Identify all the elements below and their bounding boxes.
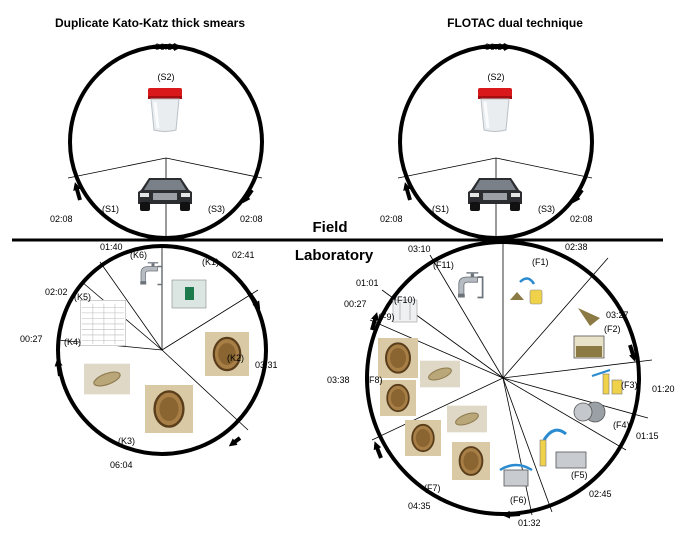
right-f11: (F11): [433, 260, 454, 270]
right-f7: (F7): [424, 483, 441, 493]
slide-icon: [171, 279, 207, 309]
left-k3: (K3): [118, 436, 135, 446]
centrifuge-tube-icon: [591, 369, 623, 395]
right-f6: (F6): [510, 495, 527, 505]
right-f9: (F9): [378, 312, 395, 322]
egg-micrograph-icon-f8c: [420, 360, 460, 388]
right-t-0132: 01:32: [518, 518, 541, 528]
right-time-top: 06:39: [485, 42, 508, 52]
right-t-0027: 00:27: [344, 299, 367, 309]
left-time-top: 06:39: [155, 42, 178, 52]
right-s1: (S1): [432, 204, 449, 214]
right-s2: (S2): [487, 72, 504, 82]
left-t-0241: 02:41: [232, 250, 255, 260]
reagent-bottle-icon: [510, 277, 543, 305]
left-t-0027: 00:27: [20, 334, 43, 344]
egg-micrograph-icon-f7c: [447, 405, 487, 433]
specimen-cup-icon-right: [476, 88, 514, 132]
left-lab-circle: [54, 244, 268, 456]
left-k5: (K5): [74, 292, 91, 302]
right-f1: (F1): [532, 257, 549, 267]
left-t-0140: 01:40: [100, 242, 123, 252]
left-k6: (K6): [130, 250, 147, 260]
right-t-0101: 01:01: [356, 278, 379, 288]
left-k4: (K4): [64, 337, 81, 347]
egg-micrograph-icon-k3b: [84, 363, 130, 395]
right-f4: (F4): [613, 420, 630, 430]
datasheet-icon: [80, 300, 126, 346]
egg-micrograph-icon-f7b: [452, 442, 490, 480]
right-t-0435: 04:35: [408, 501, 431, 511]
pickup-truck-icon-right: [468, 178, 522, 211]
left-s2: (S2): [157, 72, 174, 82]
rotation-device-icon: [499, 463, 533, 487]
left-s3: (S3): [208, 204, 225, 214]
field-label: Field: [312, 219, 347, 236]
right-t-0310: 03:10: [408, 244, 431, 254]
egg-micrograph-icon-f7a: [405, 420, 441, 456]
left-t-0604: 06:04: [110, 460, 133, 470]
right-f3: (F3): [621, 380, 638, 390]
right-f10: (F10): [394, 295, 416, 305]
right-title: FLOTAC dual technique: [447, 16, 583, 30]
right-t-0115: 01:15: [636, 431, 659, 441]
left-time-s3: 02:08: [240, 214, 263, 224]
left-k1: (K1): [202, 257, 219, 267]
right-time-s1: 02:08: [380, 214, 403, 224]
right-t-0338: 03:38: [327, 375, 350, 385]
laboratory-label: Laboratory: [295, 247, 374, 264]
centrifuge-icon: [539, 428, 587, 469]
sieve-icon: [573, 308, 605, 359]
right-t-0327: 03:27: [606, 310, 629, 320]
egg-micrograph-icon-k3: [145, 385, 193, 433]
right-t-0238: 02:38: [565, 242, 588, 252]
right-time-s3: 02:08: [570, 214, 593, 224]
left-time-s1: 02:08: [50, 214, 73, 224]
pickup-truck-icon: [138, 178, 192, 211]
egg-micrograph-icon-f8b: [380, 380, 416, 416]
right-f8: (F8): [366, 375, 383, 385]
left-field-circle: [67, 43, 264, 240]
egg-micrograph-icon-f8a: [378, 338, 418, 378]
tube-rack-icon: [392, 299, 418, 323]
right-field-circle: [397, 43, 594, 240]
tap-icon: [139, 262, 163, 286]
flotac-device-icon: [573, 401, 606, 423]
right-t-0245: 02:45: [589, 489, 612, 499]
left-s1: (S1): [102, 204, 119, 214]
left-title: Duplicate Kato-Katz thick smears: [55, 16, 245, 30]
right-lab-circle: [365, 240, 653, 519]
specimen-cup-icon: [146, 88, 184, 132]
right-s3: (S3): [538, 204, 555, 214]
left-t-0202: 02:02: [45, 287, 68, 297]
right-f5: (F5): [571, 470, 588, 480]
right-f2: (F2): [604, 324, 621, 334]
left-k2: (K2): [227, 353, 244, 363]
right-t-0120: 01:20: [652, 384, 675, 394]
tap-icon-right: [457, 272, 484, 299]
left-t-0331: 03:31: [255, 360, 278, 370]
